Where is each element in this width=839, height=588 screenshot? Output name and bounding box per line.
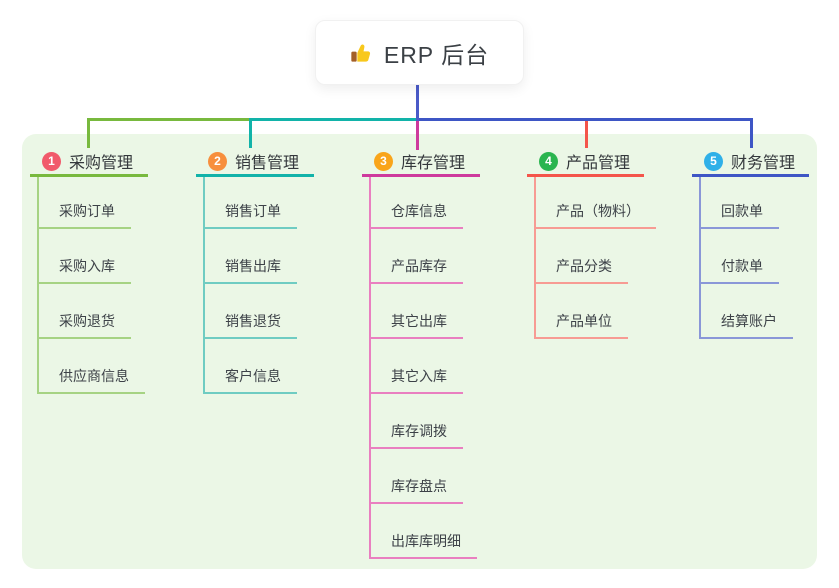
child-node[interactable]: 付款单: [701, 229, 779, 284]
child-node[interactable]: 仓库信息: [371, 177, 463, 229]
branch-children: 采购订单 采购入库 采购退货 供应商信息: [37, 177, 148, 394]
child-node[interactable]: 结算账户: [701, 284, 793, 339]
branch-product: 4 产品管理 产品（物料） 产品分类 产品单位: [527, 148, 656, 339]
branch-title[interactable]: 2 销售管理: [196, 148, 314, 177]
connector-branch-4-drop: [585, 118, 588, 148]
branch-label: 库存管理: [401, 155, 466, 172]
connector-branch-2-drop: [249, 118, 252, 148]
branch-label: 采购管理: [69, 155, 134, 172]
child-node[interactable]: 客户信息: [205, 339, 297, 394]
child-node[interactable]: 库存盘点: [371, 449, 463, 504]
child-node[interactable]: 采购入库: [39, 229, 131, 284]
child-node[interactable]: 采购退货: [39, 284, 131, 339]
child-node[interactable]: 回款单: [701, 177, 779, 229]
thumbs-up-icon: [350, 41, 374, 65]
branches-panel: [22, 134, 817, 569]
branch-title[interactable]: 5 财务管理: [692, 148, 809, 177]
branch-finance: 5 财务管理 回款单 付款单 结算账户: [692, 148, 809, 339]
connector-root-trunk: [416, 83, 419, 121]
connector-branch-5-drop: [750, 118, 753, 148]
connector-branch-1-drop: [87, 118, 90, 148]
child-node[interactable]: 产品（物料）: [536, 177, 656, 229]
branch-children: 仓库信息 产品库存 其它出库 其它入库 库存调拨 库存盘点 出库库明细: [369, 177, 480, 559]
branch-children: 产品（物料） 产品分类 产品单位: [534, 177, 656, 339]
child-node[interactable]: 销售退货: [205, 284, 297, 339]
child-node[interactable]: 其它入库: [371, 339, 463, 394]
branch-label: 产品管理: [566, 155, 631, 172]
root-label: ERP 后台: [383, 41, 490, 68]
branch-label: 财务管理: [731, 155, 796, 172]
branch-title[interactable]: 3 库存管理: [362, 148, 480, 177]
branch-sales: 2 销售管理 销售订单 销售出库 销售退货 客户信息: [196, 148, 314, 394]
branch-purchase: 1 采购管理 采购订单 采购入库 采购退货 供应商信息: [30, 148, 148, 394]
branch-children: 回款单 付款单 结算账户: [699, 177, 809, 339]
root-node[interactable]: ERP 后台: [315, 20, 524, 85]
child-node[interactable]: 其它出库: [371, 284, 463, 339]
connector-branch-2-horizontal: [250, 118, 419, 121]
branch-label: 销售管理: [235, 155, 300, 172]
branch-title[interactable]: 4 产品管理: [527, 148, 644, 177]
child-node[interactable]: 供应商信息: [39, 339, 145, 394]
child-node[interactable]: 产品单位: [536, 284, 628, 339]
branch-badge: 3: [374, 151, 393, 171]
connector-branch-5-horizontal: [417, 118, 753, 121]
branch-badge: 4: [539, 151, 558, 171]
branch-badge: 1: [42, 151, 61, 171]
child-node[interactable]: 销售订单: [205, 177, 297, 229]
branch-title[interactable]: 1 采购管理: [30, 148, 148, 177]
child-node[interactable]: 采购订单: [39, 177, 131, 229]
child-node[interactable]: 产品库存: [371, 229, 463, 284]
child-node[interactable]: 库存调拨: [371, 394, 463, 449]
branch-badge: 5: [704, 151, 723, 171]
branch-inventory: 3 库存管理 仓库信息 产品库存 其它出库 其它入库 库存调拨 库存盘点 出库库…: [362, 148, 480, 559]
child-node[interactable]: 出库库明细: [371, 504, 477, 559]
child-node[interactable]: 销售出库: [205, 229, 297, 284]
branch-children: 销售订单 销售出库 销售退货 客户信息: [203, 177, 314, 394]
child-node[interactable]: 产品分类: [536, 229, 628, 284]
branch-badge: 2: [208, 151, 227, 171]
connector-branch-3-drop: [416, 118, 419, 150]
